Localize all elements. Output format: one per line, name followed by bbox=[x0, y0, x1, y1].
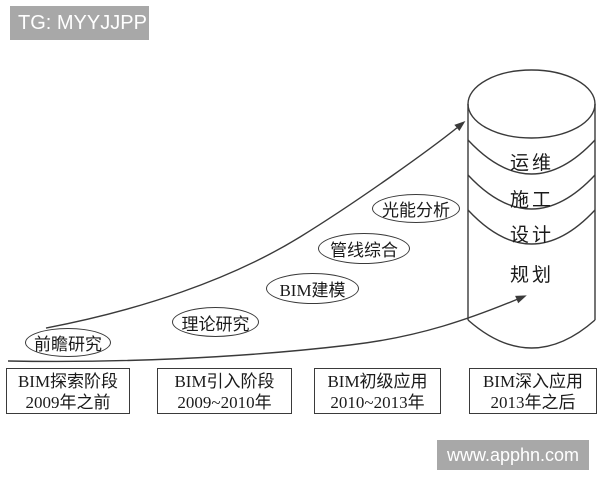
milestone-bim-modeling: BIM建模 bbox=[266, 273, 359, 304]
stage-name: BIM深入应用 bbox=[482, 372, 584, 391]
cylinder-layer-planning: 规划 bbox=[509, 265, 554, 286]
lower-growth-arrow bbox=[7, 295, 527, 363]
stage-name: BIM引入阶段 bbox=[174, 372, 275, 391]
milestone-label: 管线综合 bbox=[330, 241, 398, 260]
watermark-telegram-tag: TG: MYYJJPP bbox=[10, 6, 149, 40]
cylinder-bottom-arc bbox=[467, 319, 596, 349]
cylinder-top-ellipse bbox=[467, 69, 596, 139]
stage-box-primary-application: BIM初级应用 2010~2013年 bbox=[314, 368, 441, 414]
cylinder-divider-2 bbox=[467, 174, 596, 210]
milestone-theory-research: 理论研究 bbox=[172, 307, 259, 337]
milestone-label: 前瞻研究 bbox=[34, 335, 102, 354]
stage-box-introduction: BIM引入阶段 2009~2010年 bbox=[157, 368, 292, 414]
upper-growth-arrow bbox=[45, 121, 466, 329]
cylinder-layer-operations: 运维 bbox=[509, 153, 554, 174]
milestone-light-analysis: 光能分析 bbox=[372, 194, 460, 223]
milestone-pipeline-integration: 管线综合 bbox=[318, 233, 410, 264]
cylinder-divider-1 bbox=[467, 139, 596, 175]
milestone-label: BIM建模 bbox=[279, 281, 346, 300]
database-cylinder bbox=[467, 69, 596, 349]
cylinder-layer-design: 设计 bbox=[509, 225, 554, 246]
stage-period: 2013年之后 bbox=[490, 393, 576, 412]
milestone-label: 理论研究 bbox=[181, 314, 250, 334]
stage-box-advanced-application: BIM深入应用 2013年之后 bbox=[469, 368, 597, 414]
milestone-forward-research: 前瞻研究 bbox=[25, 328, 111, 357]
cylinder-divider-3 bbox=[467, 209, 596, 245]
stage-box-exploration: BIM探索阶段 2009年之前 bbox=[6, 368, 130, 414]
stage-period: 2010~2013年 bbox=[330, 393, 425, 412]
stage-period: 2009年之前 bbox=[25, 393, 111, 412]
stage-name: BIM探索阶段 bbox=[17, 372, 119, 391]
cylinder-layer-construction: 施工 bbox=[509, 190, 554, 211]
stage-period: 2009~2010年 bbox=[177, 393, 272, 412]
watermark-site-url: www.apphn.com bbox=[437, 440, 589, 470]
stage-name: BIM初级应用 bbox=[327, 372, 428, 391]
milestone-label: 光能分析 bbox=[382, 201, 450, 220]
